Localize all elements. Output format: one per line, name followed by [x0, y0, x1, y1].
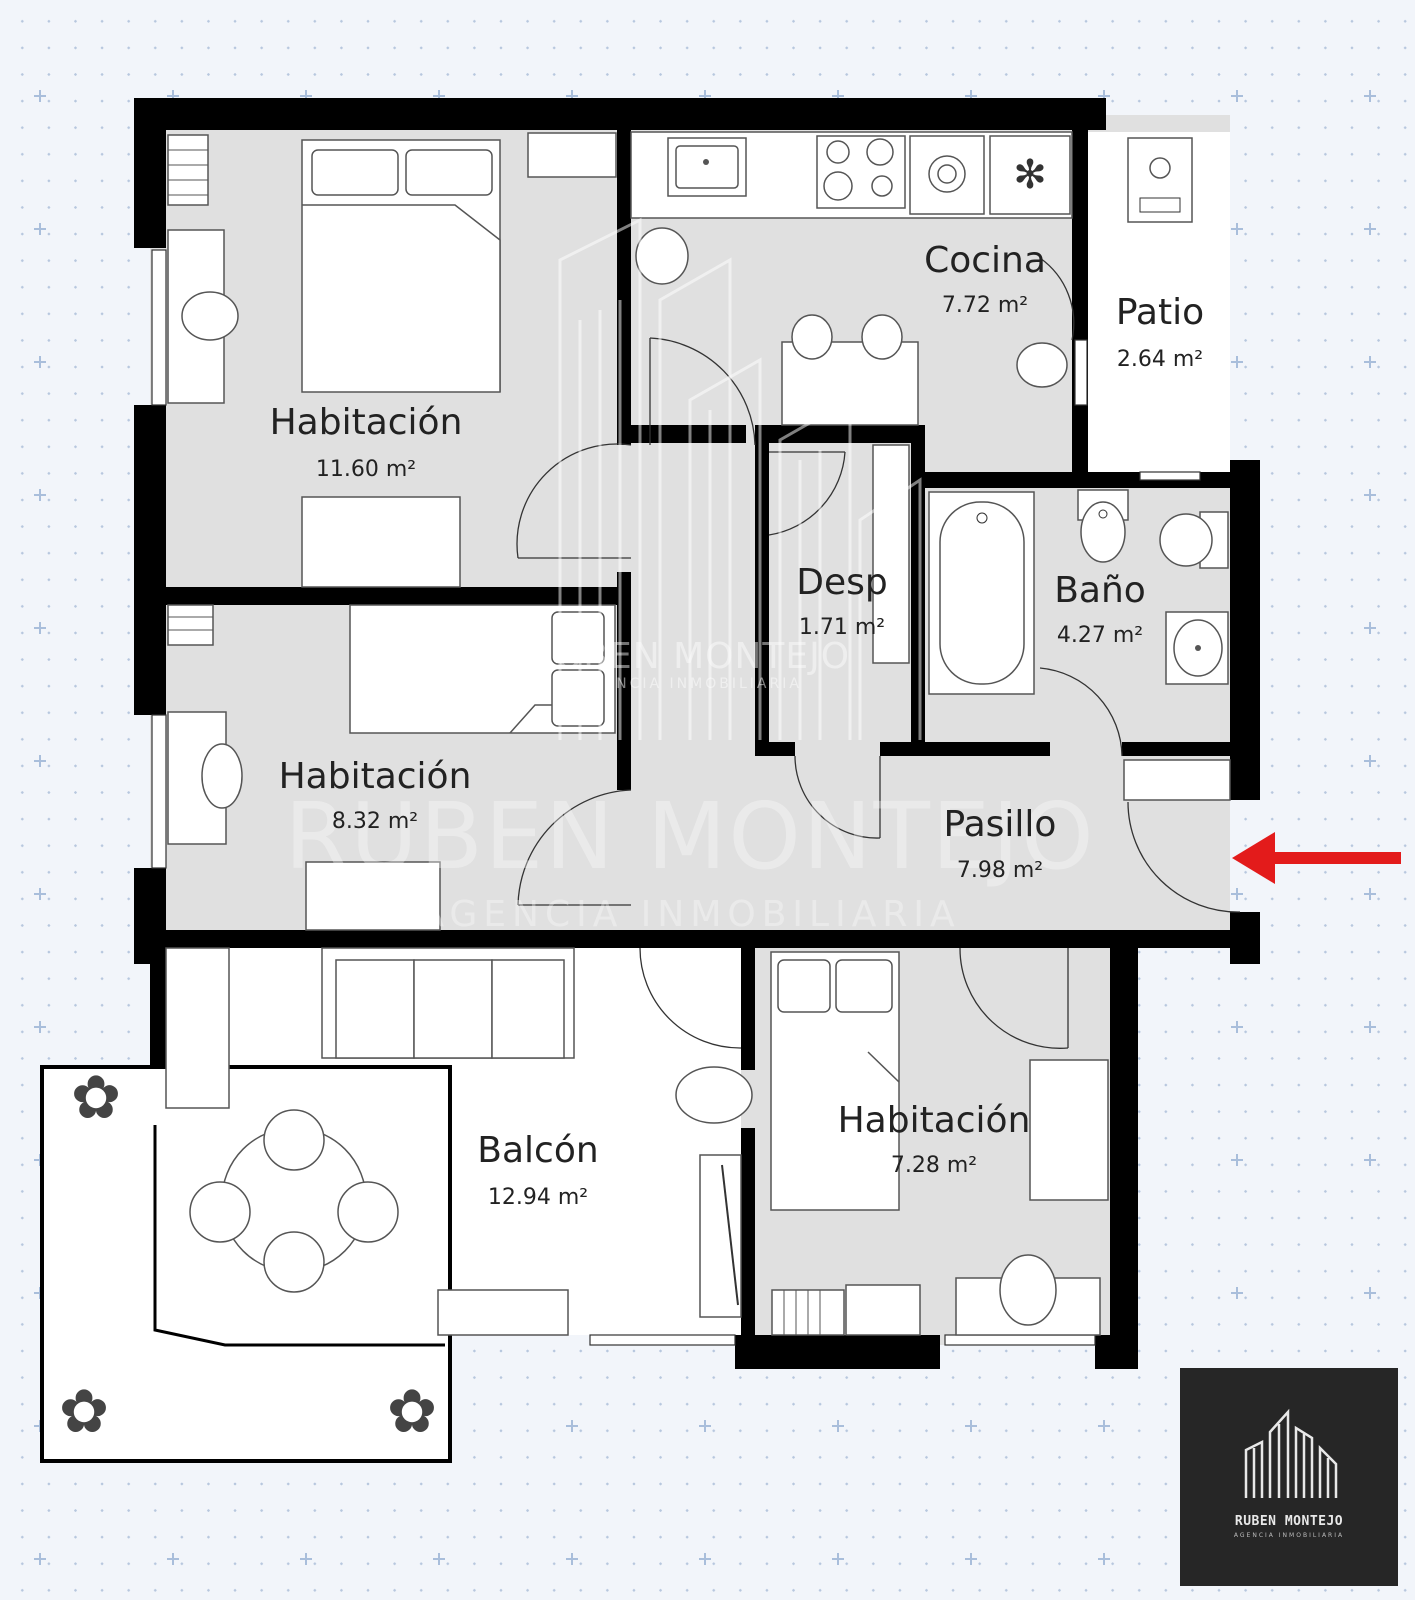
svg-text:✻: ✻: [1013, 152, 1047, 198]
room-area-patio: 2.64 m²: [1117, 347, 1203, 372]
chair-icon: [635, 227, 689, 285]
boiler-icon: [1127, 137, 1193, 223]
watermark-name: RUBEN MONTEJO: [284, 783, 1095, 890]
room-name-patio: Patio: [1116, 292, 1204, 333]
chair-icon: [181, 291, 239, 341]
room-name-cocina: Cocina: [924, 240, 1046, 281]
watermark-mid-subtitle: AGENCIA INMOBILIARIA: [578, 676, 802, 692]
plant-icon: ✿: [71, 1063, 121, 1133]
bathtub-icon: [928, 491, 1035, 695]
wardrobe-icon: [167, 134, 209, 206]
door-swing-icon: [1127, 801, 1241, 913]
toilet-icon: [1159, 511, 1229, 569]
room-labels: Habitación 11.60 m² Habitación 8.32 m² H…: [270, 240, 1205, 1210]
room-area-habitacion-1: 11.60 m²: [316, 457, 416, 482]
door-swing-icon: [639, 947, 742, 1049]
door-swing-icon: [516, 443, 632, 559]
fridge-icon: ✻: [989, 135, 1071, 215]
sink-icon: [667, 137, 747, 197]
windows: [151, 249, 1201, 1347]
room-area-cocina: 7.72 m²: [942, 293, 1028, 318]
desk-icon: [1029, 1059, 1109, 1201]
stove-icon: [816, 135, 906, 209]
room-area-bano: 4.27 m²: [1057, 623, 1143, 648]
wardrobe-icon: [771, 1284, 921, 1336]
shelf-icon: [872, 444, 910, 664]
chair-icon: [999, 1254, 1057, 1326]
building-logo-icon: [1244, 1408, 1338, 1498]
washing-machine-icon: [909, 135, 985, 215]
room-name-habitacion-2: Habitación: [279, 756, 472, 797]
doors: [516, 257, 1241, 1049]
door-swing-icon: [794, 755, 881, 839]
watermark: RUBEN MONTEJO AGENCIA INMOBILIARIA RUBEN…: [284, 217, 1095, 935]
room-area-balcon: 12.94 m²: [488, 1185, 588, 1210]
round-table-icon: [189, 1109, 399, 1293]
plant-icon: ✿: [59, 1377, 109, 1447]
sofa-icon: [321, 947, 575, 1059]
single-bed-icon: [770, 951, 900, 1211]
cabinet-icon: [165, 947, 230, 1109]
room-name-bano: Baño: [1054, 570, 1146, 611]
dresser-icon: [301, 496, 461, 588]
shoe-cabinet-icon: [1123, 759, 1231, 801]
furniture: ✻: [59, 131, 1231, 1447]
plant-icon: ✿: [387, 1377, 437, 1447]
shelf-icon: [527, 132, 617, 178]
chair-icon: [675, 1066, 753, 1124]
door-swing-icon: [1039, 667, 1123, 757]
room-name-pasillo: Pasillo: [944, 804, 1057, 845]
logo-name: RUBEN MONTEJO: [1234, 1514, 1344, 1529]
room-name-desp: Desp: [796, 562, 887, 603]
building-logo-icon: [558, 217, 922, 740]
entrance-arrow-icon: [1232, 832, 1401, 884]
room-area-habitacion-2: 8.32 m²: [332, 809, 418, 834]
dresser-icon: [305, 861, 441, 931]
double-bed-icon: [301, 139, 501, 393]
door-swing-icon: [517, 789, 632, 906]
bidet-icon: [1077, 489, 1129, 563]
agency-logo: RUBEN MONTEJO AGENCIA INMOBILIARIA: [1180, 1368, 1398, 1586]
door-swing-icon: [959, 947, 1069, 1049]
chair-icon: [1016, 342, 1068, 388]
logo-subtitle: AGENCIA INMOBILIARIA: [1233, 1532, 1345, 1539]
single-bed-icon: [349, 604, 616, 734]
door-swing-icon: [1039, 257, 1075, 341]
tv-stand-icon: [699, 1154, 742, 1318]
cabinet-icon: [437, 1289, 569, 1336]
room-area-habitacion-3: 7.28 m²: [891, 1153, 977, 1178]
door-swing-icon: [649, 337, 756, 446]
watermark-mid-name: RUBEN MONTEJO: [530, 636, 850, 677]
chair-icon: [201, 743, 243, 809]
room-name-habitacion-3: Habitación: [838, 1100, 1031, 1141]
room-area-pasillo: 7.98 m²: [957, 858, 1043, 883]
wardrobe-icon: [167, 604, 214, 646]
room-area-desp: 1.71 m²: [799, 615, 885, 640]
room-name-habitacion-1: Habitación: [270, 402, 463, 443]
watermark-subtitle: AGENCIA INMOBILIARIA: [419, 894, 960, 935]
room-name-balcon: Balcón: [477, 1130, 598, 1171]
washbasin-icon: [1165, 611, 1229, 685]
door-swing-icon: [768, 451, 846, 536]
